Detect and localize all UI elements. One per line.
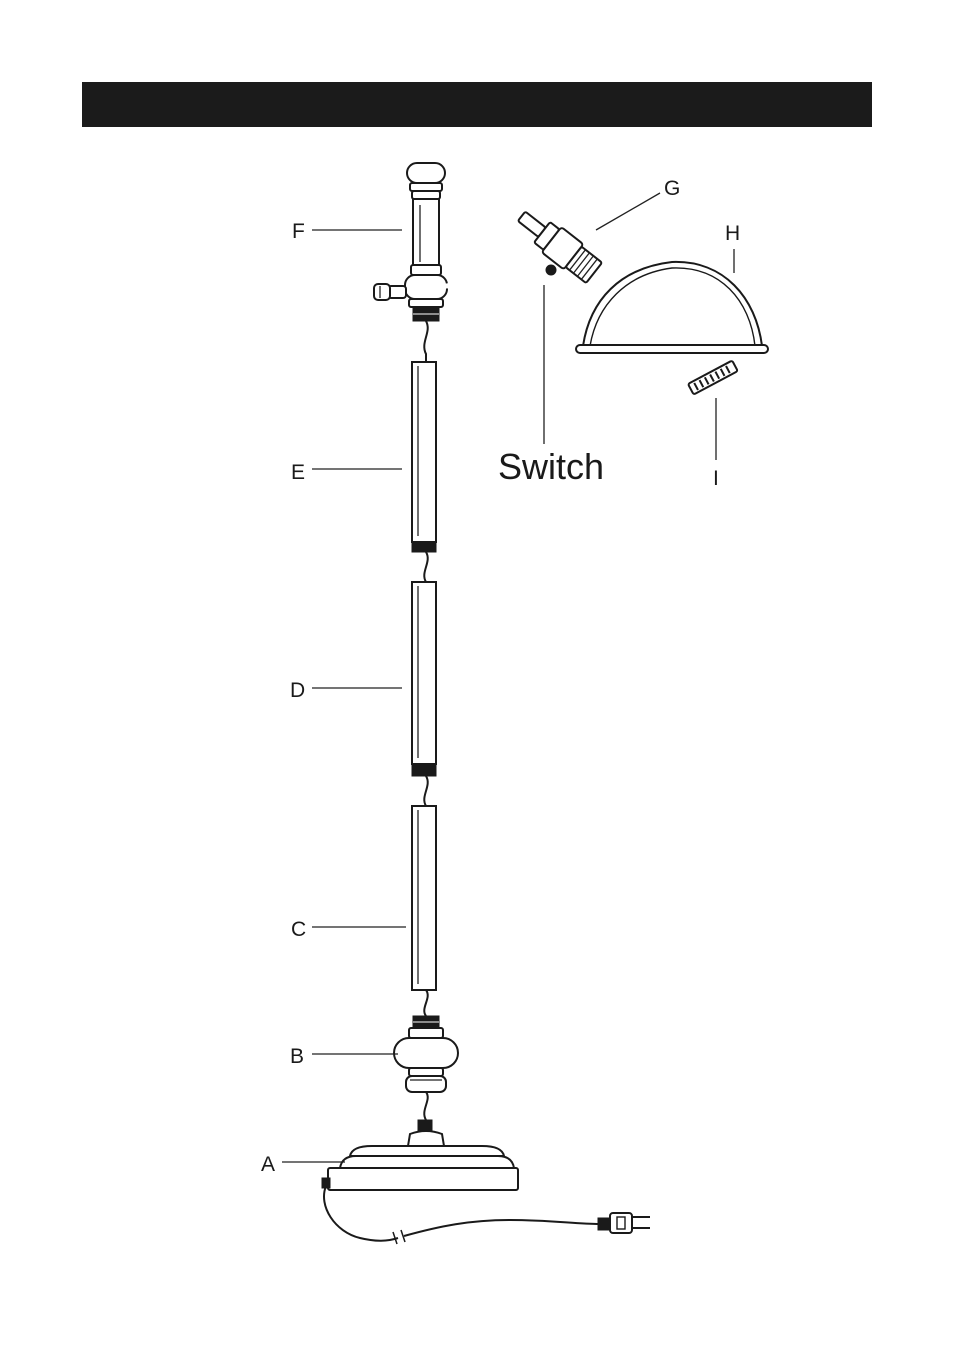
label-e: E [291, 461, 305, 484]
part-e-tube [412, 362, 436, 552]
label-c: C [291, 918, 306, 941]
label-switch: Switch [498, 446, 604, 487]
side-knob [374, 284, 406, 300]
label-a: A [261, 1153, 275, 1176]
label-f: F [292, 220, 305, 243]
label-d: D [290, 679, 305, 702]
label-b: B [290, 1045, 304, 1068]
part-a-base [328, 1120, 518, 1190]
label-h: H [725, 222, 740, 245]
part-b-connector [394, 1016, 458, 1092]
part-h-dome-shade [576, 262, 768, 353]
part-g-socket [512, 204, 604, 286]
label-g: G [664, 177, 680, 200]
part-i-ring [688, 360, 738, 394]
part-f-top-hub [405, 163, 447, 321]
label-i: I [713, 467, 719, 490]
part-c-tube [412, 806, 436, 990]
part-d-tube [412, 582, 436, 776]
plug [598, 1213, 650, 1233]
switch-knob [546, 265, 556, 275]
